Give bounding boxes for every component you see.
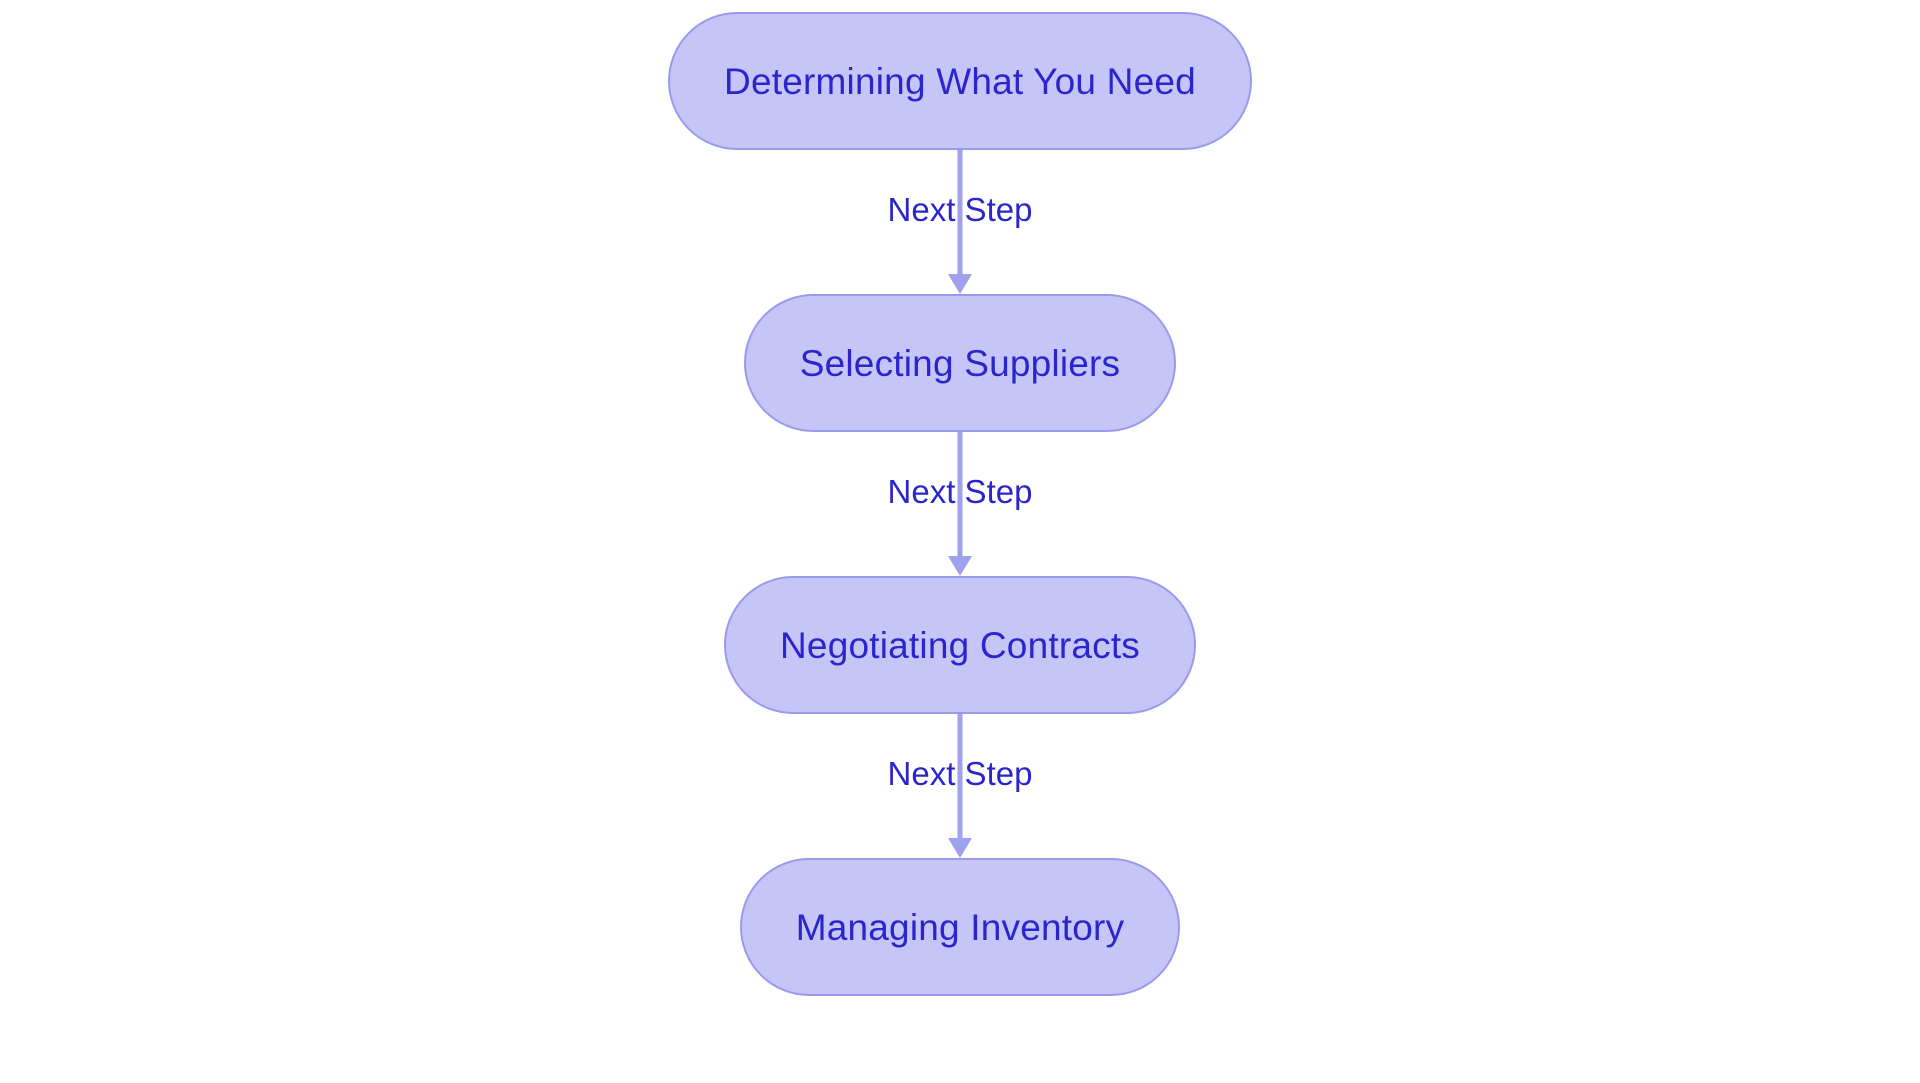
arrow-down-icon	[948, 556, 972, 576]
connector-line	[957, 432, 963, 556]
flowchart-node-label: Negotiating Contracts	[780, 624, 1140, 666]
flowchart-node-negotiating-contracts[interactable]: Negotiating Contracts	[724, 576, 1196, 714]
arrow-down-icon	[948, 274, 972, 294]
flowchart-edge-2: Next Step	[830, 432, 1090, 576]
connector-line	[957, 714, 963, 838]
connector-line	[957, 150, 963, 274]
arrow-down-icon	[948, 838, 972, 858]
flowchart-edge-label: Next Step	[887, 190, 1033, 228]
flowchart-edge-1: Next Step	[830, 150, 1090, 294]
flowchart-node-selecting-suppliers[interactable]: Selecting Suppliers	[743, 294, 1177, 432]
flowchart-node-label: Managing Inventory	[795, 906, 1125, 948]
flowchart-node-label: Selecting Suppliers	[799, 342, 1121, 384]
flowchart-edge-label: Next Step	[887, 472, 1033, 510]
flowchart-node-determining-what-you-need[interactable]: Determining What You Need	[668, 12, 1252, 150]
flowchart-edge-3: Next Step	[830, 714, 1090, 858]
flowchart-edge-label: Next Step	[887, 754, 1033, 792]
flowchart-node-label: Determining What You Need	[724, 60, 1196, 102]
flowchart-node-managing-inventory[interactable]: Managing Inventory	[739, 858, 1181, 996]
